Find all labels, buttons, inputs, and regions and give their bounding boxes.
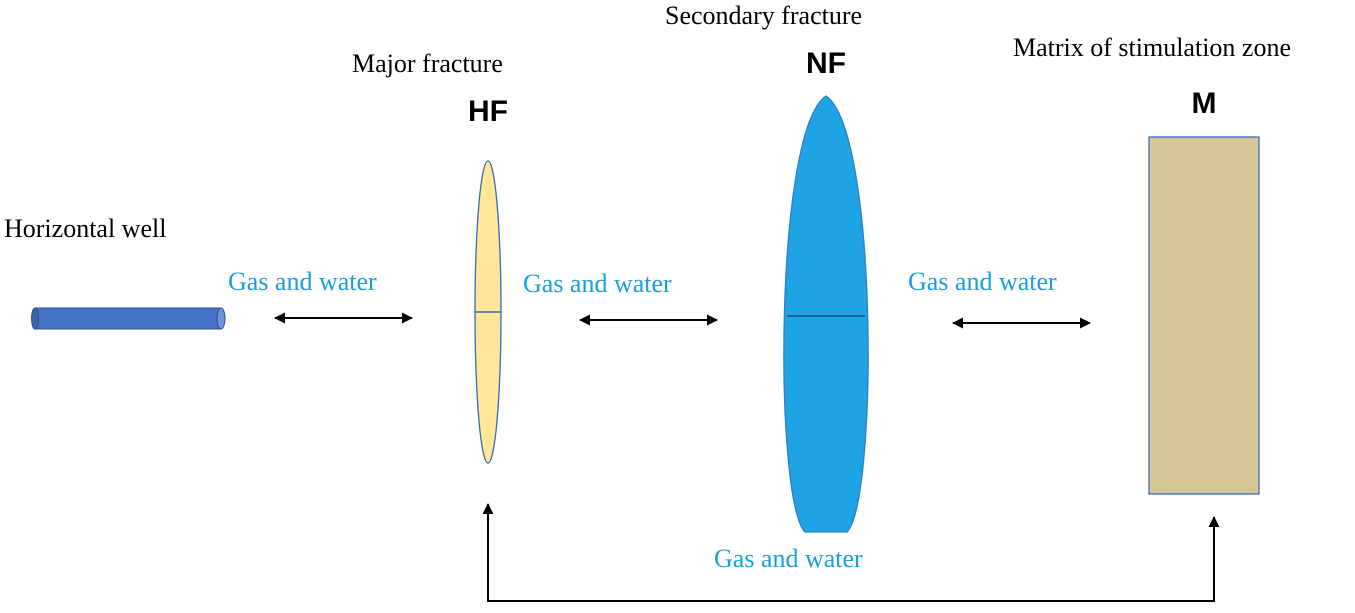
flow-label-hf-nf: Gas and water [523,269,672,298]
horizontal-well-pipe [31,307,226,330]
nf-label: NF [806,47,846,80]
flow-label-m-hf: Gas and water [714,544,863,573]
matrix-zone-label: Matrix of stimulation zone [1013,33,1291,62]
matrix-zone-block [1148,136,1260,495]
flow-label-nf-m: Gas and water [908,267,1057,296]
horizontal-well-label: Horizontal well [4,214,166,243]
hf-label: HF [468,95,508,128]
major-fracture-label: Major fracture [352,49,503,78]
major-fracture-shape [474,160,502,464]
secondary-fracture-label: Secondary fracture [665,1,862,30]
return-flow-arrow-m-hf [482,503,1220,602]
m-label: M [1192,87,1217,120]
secondary-fracture-shape [783,95,869,533]
flow-label-well-hf: Gas and water [228,267,377,296]
